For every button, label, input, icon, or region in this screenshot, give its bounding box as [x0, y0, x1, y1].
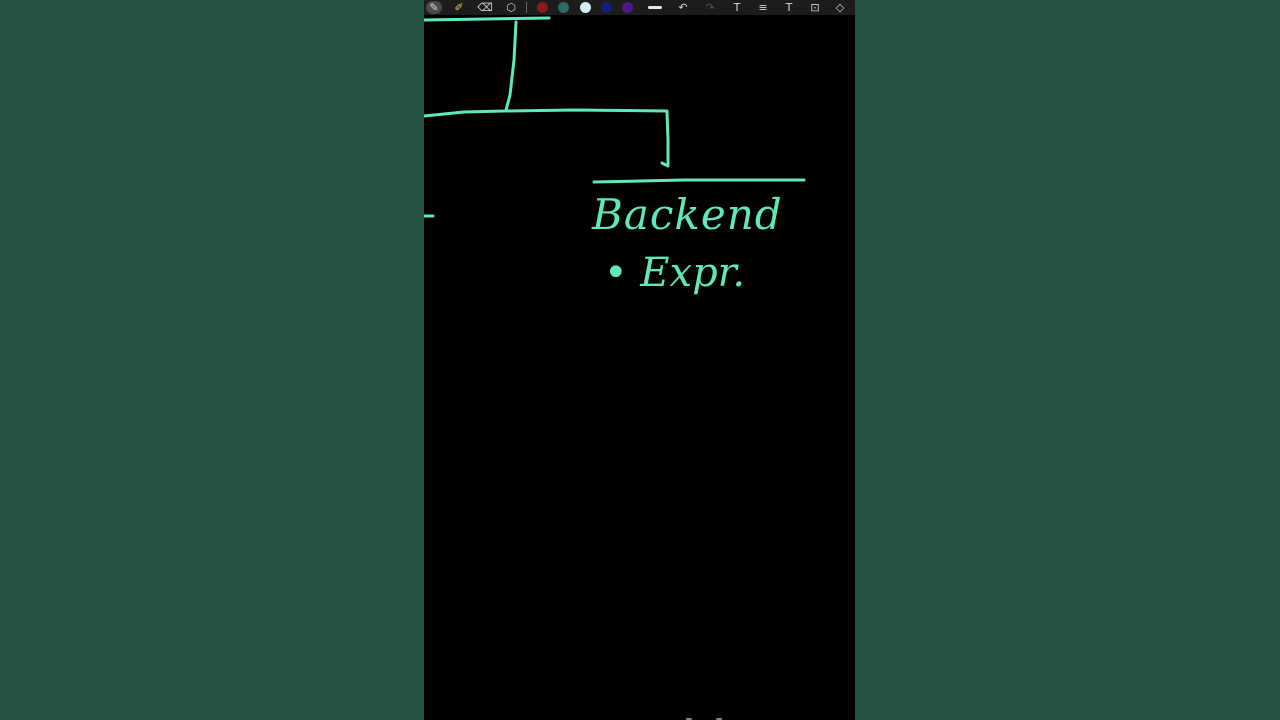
- color-swatch-red[interactable]: [537, 2, 548, 13]
- pen-icon[interactable]: ✎: [426, 1, 442, 14]
- shapes-icon[interactable]: ◇: [835, 1, 845, 14]
- ink-stroke-vertical-1: [504, 20, 518, 112]
- ink-stroke-top-line: [424, 16, 551, 22]
- toolbar-divider: [526, 2, 527, 13]
- lasso-icon[interactable]: ⬡: [506, 1, 516, 14]
- home-indicator: [686, 717, 726, 720]
- note-canvas-screen: ✎ ✐ ⌫ ⬡ ↶ ↷ T ≡ T ⊡ ◇ Backend • Expr.: [424, 0, 855, 720]
- color-swatch-navy[interactable]: [601, 2, 612, 13]
- ink-stroke-horizontal-1: [424, 108, 669, 118]
- handwritten-bullet: • Expr.: [604, 250, 746, 296]
- right-pillarbox: [855, 0, 1280, 720]
- undo-icon[interactable]: ↶: [678, 1, 688, 14]
- drawing-toolbar: ✎ ✐ ⌫ ⬡ ↶ ↷ T ≡ T ⊡ ◇: [424, 0, 855, 15]
- format-icon[interactable]: ≡: [758, 1, 768, 14]
- insert-icon[interactable]: ⊡: [810, 1, 820, 14]
- redo-icon[interactable]: ↷: [705, 1, 715, 14]
- stroke-width-button[interactable]: [648, 6, 662, 9]
- ink-stroke-underline: [592, 178, 806, 184]
- ink-stroke-vertical-2: [660, 110, 670, 168]
- text-tool-icon[interactable]: T: [733, 1, 741, 14]
- handwritten-heading: Backend: [592, 190, 783, 239]
- color-swatch-teal[interactable]: [558, 2, 569, 13]
- left-pillarbox: [0, 0, 424, 720]
- highlighter-icon[interactable]: ✐: [454, 1, 464, 14]
- color-swatch-light-cyan[interactable]: [580, 2, 591, 13]
- text-style-icon[interactable]: T: [785, 1, 793, 14]
- ink-drawing[interactable]: [424, 0, 855, 720]
- eraser-icon[interactable]: ⌫: [477, 1, 493, 14]
- color-swatch-purple[interactable]: [622, 2, 633, 13]
